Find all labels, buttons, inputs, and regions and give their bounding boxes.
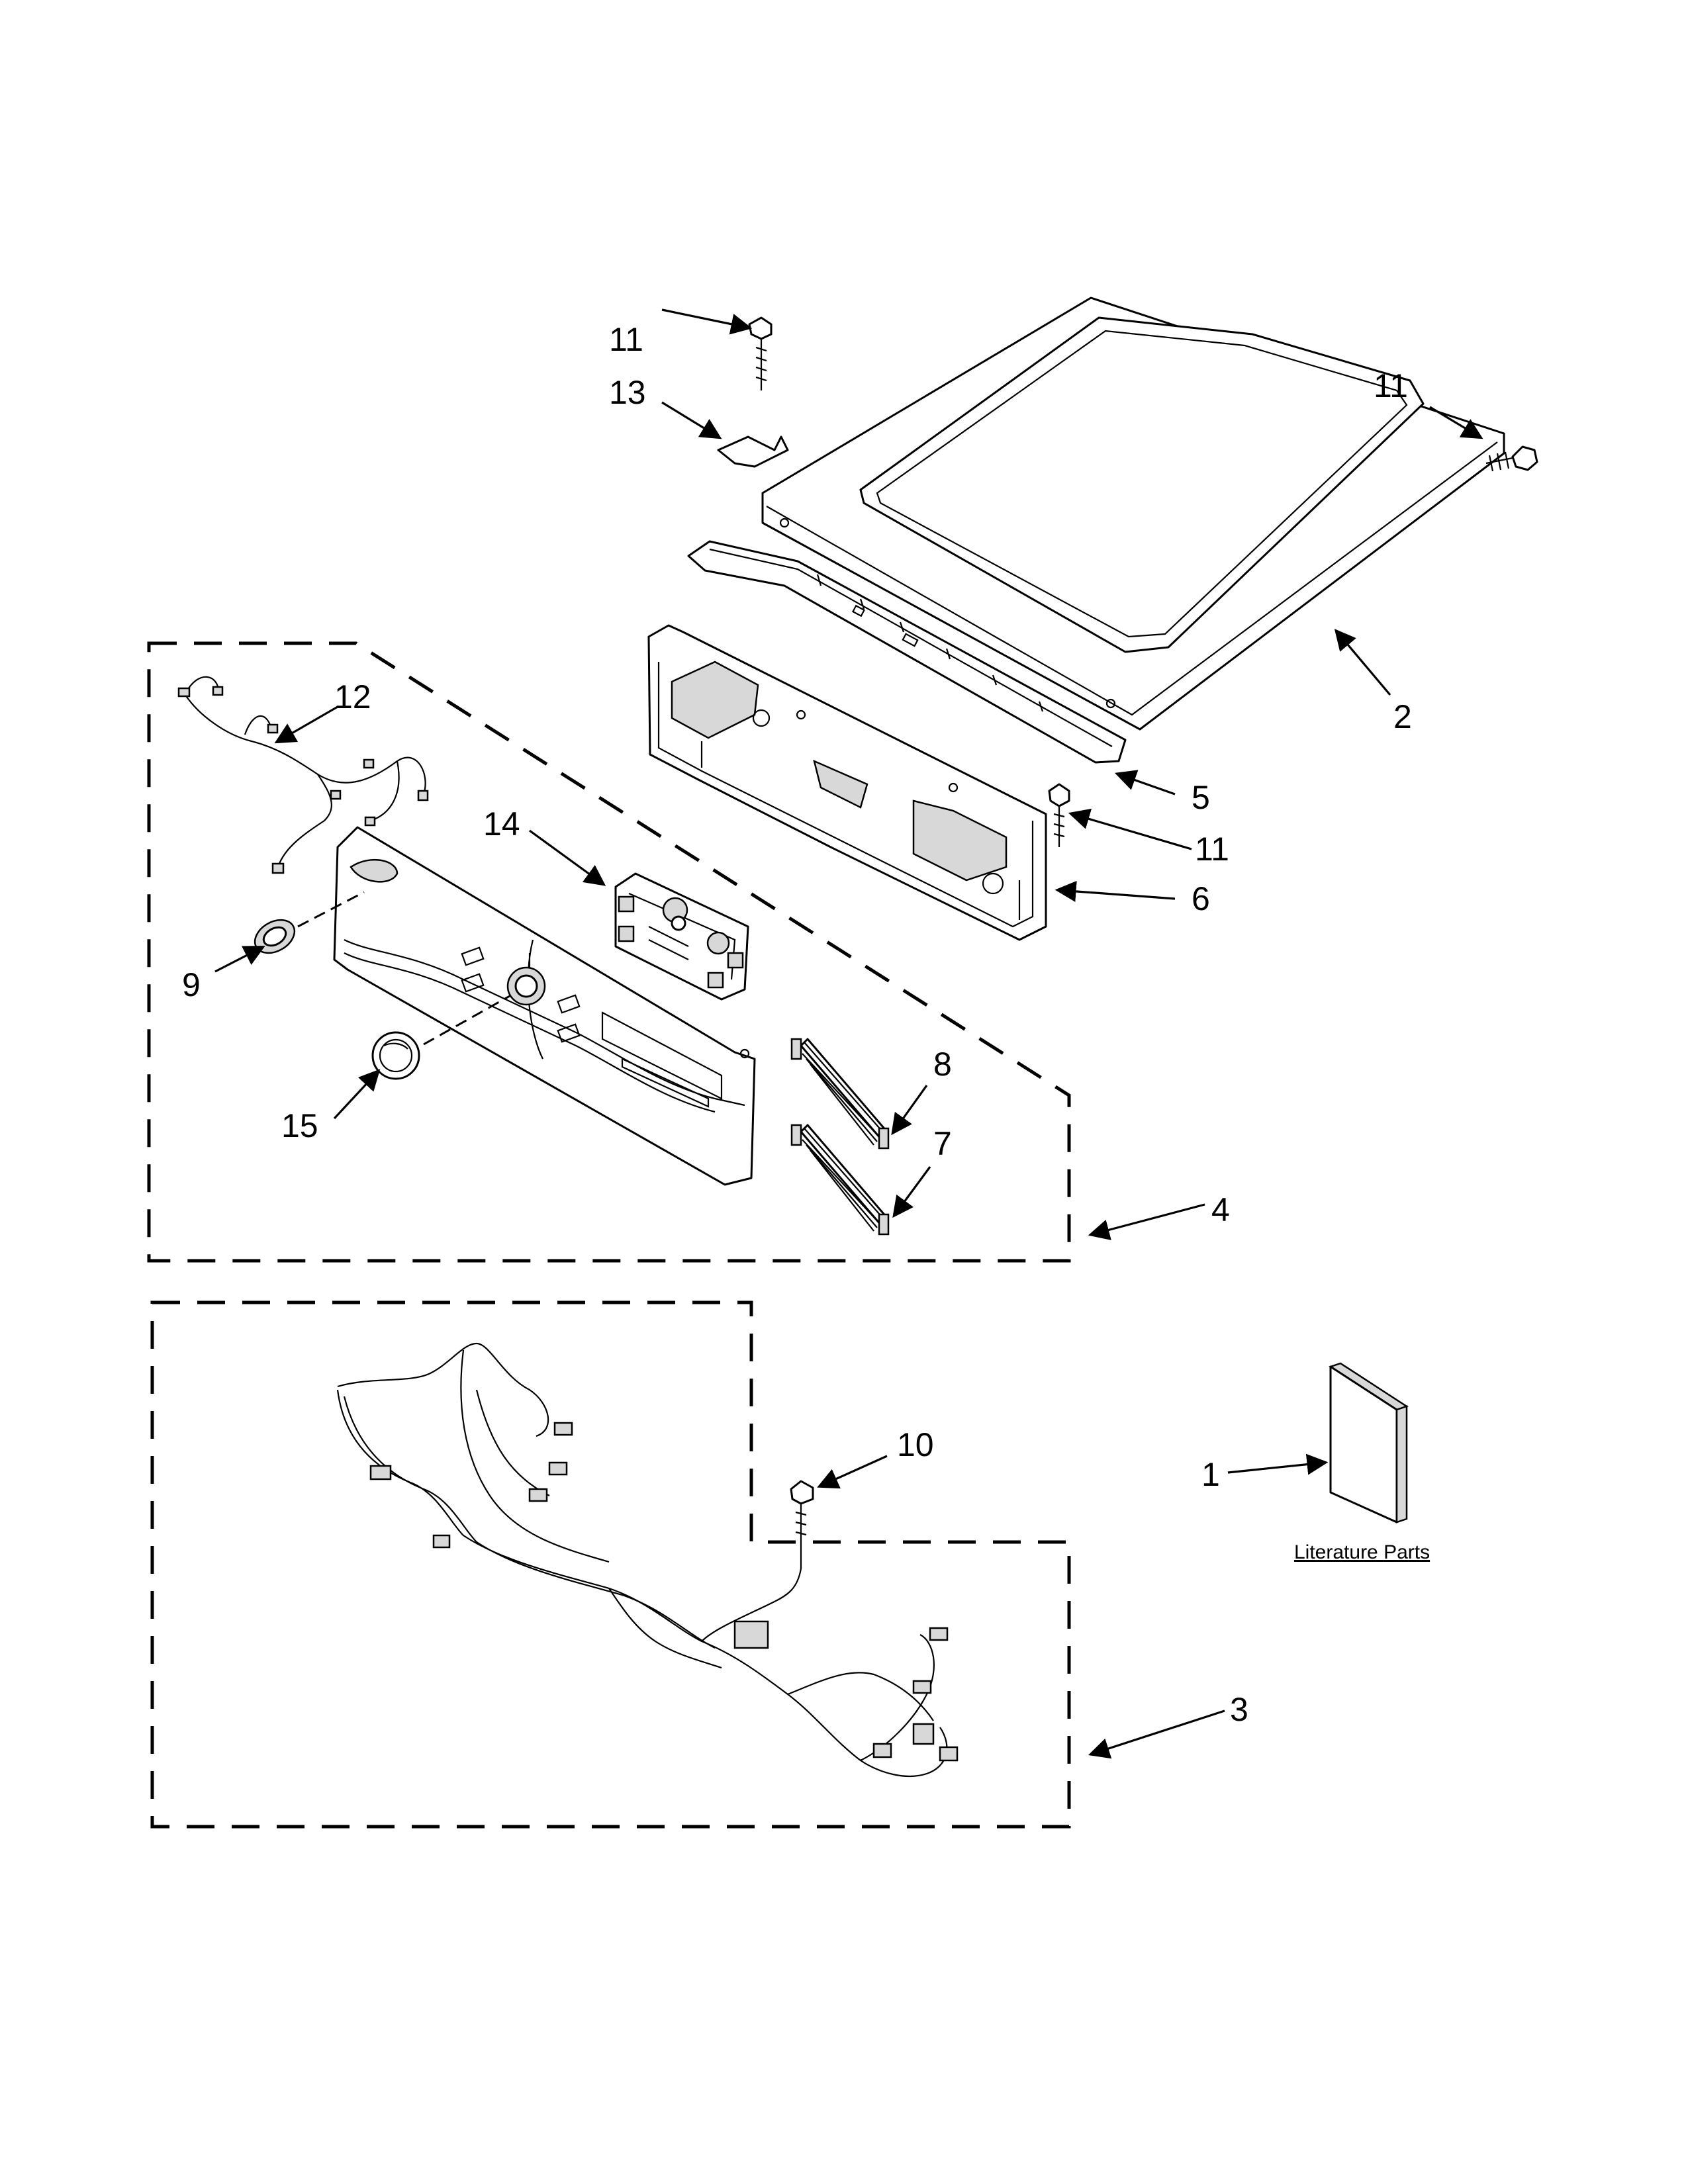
callout-14: 14	[483, 805, 520, 842]
callout-3: 3	[1230, 1691, 1248, 1728]
bracket	[687, 540, 1127, 764]
top-panel	[761, 296, 1505, 731]
wire-harness-main	[336, 1342, 959, 1778]
clip	[717, 435, 789, 468]
control-board-part-14	[614, 872, 749, 1001]
ring-part-9	[254, 919, 296, 954]
callout-11-top: 11	[609, 321, 643, 358]
ribbon-cable-part-8	[790, 1038, 890, 1150]
callout-4: 4	[1211, 1191, 1230, 1228]
screw-top	[748, 316, 773, 390]
group-3-dashed-outline	[150, 1300, 1071, 1829]
literature-parts-label: Literature Parts	[1294, 1541, 1430, 1563]
screw-right	[1485, 445, 1538, 472]
callout-6: 6	[1192, 880, 1210, 917]
console-panel	[333, 826, 756, 1186]
callout-10: 10	[897, 1426, 934, 1463]
callout-13: 13	[609, 374, 646, 411]
callout-11-mid: 11	[1195, 831, 1229, 868]
knob-part-15	[371, 1031, 420, 1080]
callout-12: 12	[334, 678, 371, 715]
callout-11-right: 11	[1374, 367, 1408, 404]
ribbon-cable-part-7	[790, 1124, 890, 1236]
screw-mid	[1048, 783, 1070, 847]
callout-15: 15	[281, 1107, 318, 1144]
callout-2: 2	[1393, 698, 1412, 735]
callout-8: 8	[933, 1046, 952, 1083]
group-4-dashed-outline	[147, 641, 1071, 1263]
callout-7: 7	[933, 1125, 952, 1162]
literature-booklet	[1329, 1362, 1409, 1524]
callout-1: 1	[1201, 1456, 1220, 1493]
console-backing	[647, 624, 1047, 941]
leader-lines	[214, 308, 1483, 1759]
callout-5: 5	[1192, 779, 1210, 816]
wire-harness-console	[177, 676, 429, 874]
screw-harness	[790, 1480, 814, 1569]
callout-9: 9	[182, 966, 201, 1003]
